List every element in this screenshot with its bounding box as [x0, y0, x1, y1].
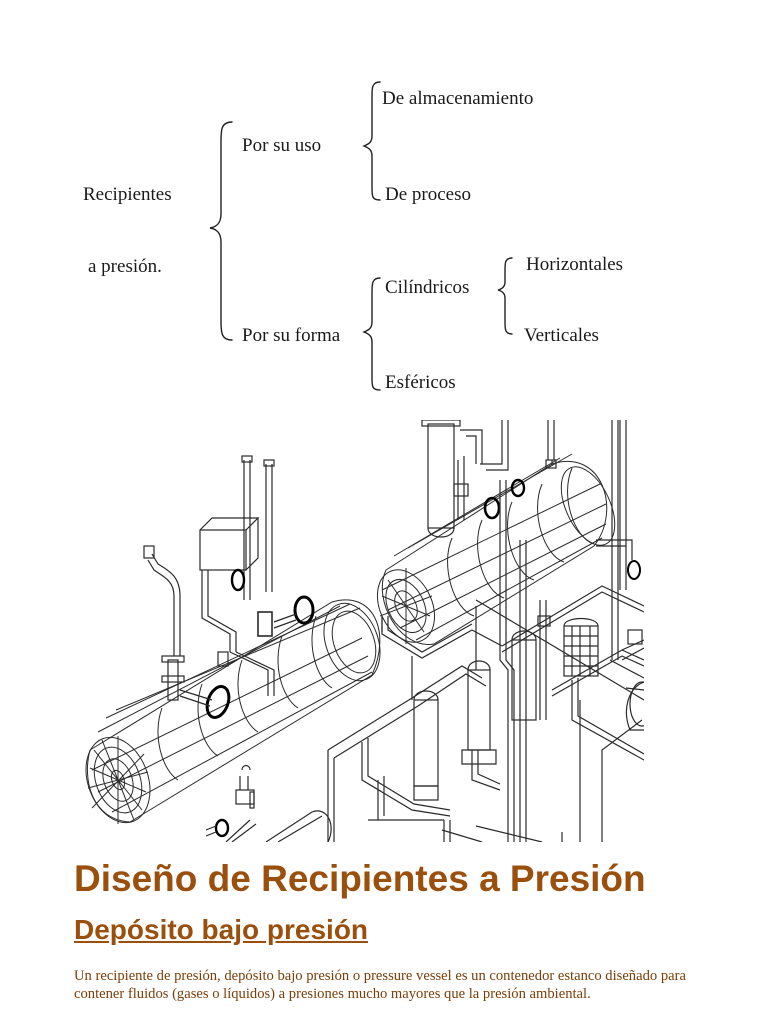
- root-label-line1: Recipientes: [83, 184, 172, 205]
- by-use-label: Por su uso: [242, 135, 322, 156]
- horizontal-vessel-upper: [376, 453, 616, 645]
- cylindrical-item-horizontal: Horizontales: [526, 254, 624, 275]
- vertical-column-top: [421, 420, 633, 660]
- vertical-pipes-middle: [499, 480, 551, 842]
- page-title: Diseño de Recipientes a Presión: [74, 858, 646, 899]
- use-item-process: De proceso: [385, 184, 471, 205]
- vessel-lower-left: [205, 764, 332, 842]
- cylindrical-item-vertical: Verticales: [524, 325, 599, 346]
- shape-item-spherical: Esféricos: [385, 372, 456, 393]
- root-label-line2: a presión.: [88, 256, 162, 277]
- piping-lower: [327, 560, 644, 842]
- brace-main: [209, 121, 233, 341]
- shape-item-cylindrical: Cilíndricos: [385, 277, 470, 298]
- body-paragraph: Un recipiente de presión, depósito bajo …: [74, 968, 686, 1002]
- pressure-vessel-illustration: [85, 420, 644, 842]
- vessel-right-edge: [625, 681, 644, 731]
- brace-uso: [362, 81, 381, 201]
- by-shape-label: Por su forma: [242, 325, 341, 346]
- brace-cilindricos: [497, 257, 513, 335]
- brace-forma: [362, 277, 381, 391]
- diagram-braces: [209, 81, 513, 391]
- use-item-storage: De almacenamiento: [382, 88, 534, 109]
- vessel-nozzles-left: [143, 545, 231, 719]
- pressure-vessel-figure: [82, 420, 644, 842]
- section-subtitle: Depósito bajo presión: [74, 914, 369, 945]
- piping-top-left: [199, 455, 315, 696]
